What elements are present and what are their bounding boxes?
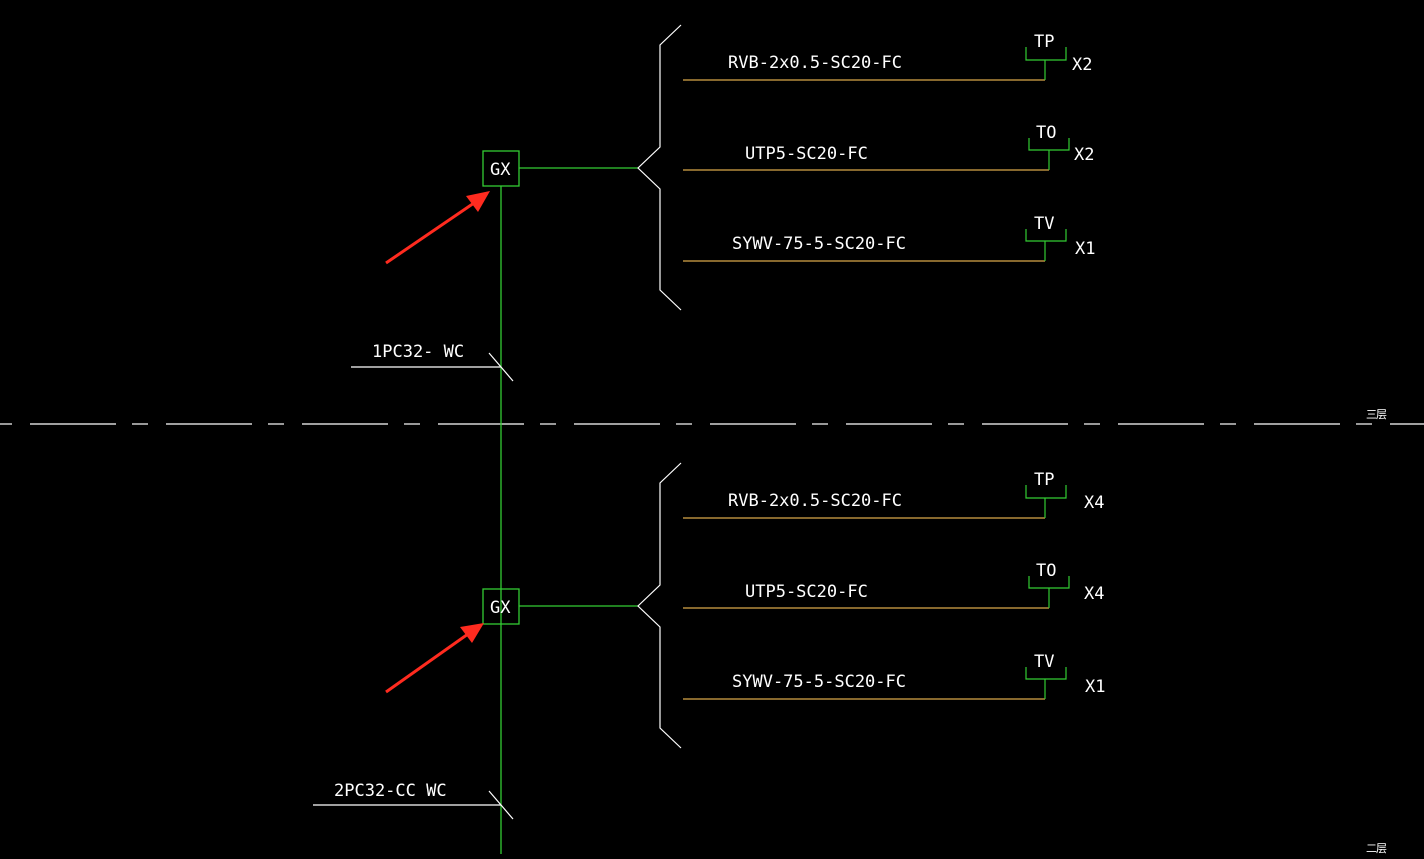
cable-label: RVB-2x0.5-SC20-FC: [728, 491, 902, 511]
cable-label: SYWV-75-5-SC20-FC: [732, 234, 906, 254]
outlet-type-label: TV: [1034, 652, 1054, 672]
cable-label: RVB-2x0.5-SC20-FC: [728, 53, 902, 73]
floor-lower: GX RVB-2x0.5-SC20-FC TP X4 UTP5-SC20-FC …: [313, 462, 1105, 820]
outlet-count-label: X4: [1084, 584, 1104, 604]
cable-label: UTP5-SC20-FC: [745, 144, 868, 164]
outlet-symbol: [1025, 47, 1067, 61]
outlet-symbol: [1025, 667, 1067, 680]
branch-brace: [637, 462, 682, 749]
outlet-type-label: TP: [1034, 470, 1054, 490]
outlet-count-label: X4: [1084, 493, 1104, 513]
outlet-count-label: X1: [1075, 239, 1095, 259]
outlet-type-label: TO: [1036, 123, 1056, 143]
junction-box-label: GX: [490, 160, 511, 180]
outlet-type-label: TV: [1034, 214, 1054, 234]
floor-mark-lower: 二层: [1366, 842, 1387, 854]
outlet-count-label: X2: [1074, 145, 1094, 165]
outlet-count-label: X1: [1085, 677, 1105, 697]
outlet-count-label: X2: [1072, 55, 1092, 75]
conduit-label: 1PC32- WC: [372, 342, 464, 362]
conduit-tick: [488, 790, 514, 820]
floor-upper: GX RVB-2x0.5-SC20-FC TP X2 UTP5-SC20-FC …: [351, 24, 1095, 382]
red-arrow-annotation: [385, 191, 490, 265]
floor-mark-upper: 三层: [1366, 408, 1387, 421]
branch-brace: [637, 24, 682, 311]
outlet-symbol: [1025, 485, 1067, 499]
red-arrow-annotation: [385, 623, 484, 694]
outlet-type-label: TP: [1034, 32, 1054, 52]
outlet-symbol: [1025, 229, 1067, 242]
conduit-tick: [488, 352, 514, 382]
cable-label: UTP5-SC20-FC: [745, 582, 868, 602]
outlet-type-label: TO: [1036, 561, 1056, 581]
junction-box-label: GX: [490, 598, 511, 618]
cable-label: SYWV-75-5-SC20-FC: [732, 672, 906, 692]
conduit-label: 2PC32-CC WC: [334, 781, 447, 801]
